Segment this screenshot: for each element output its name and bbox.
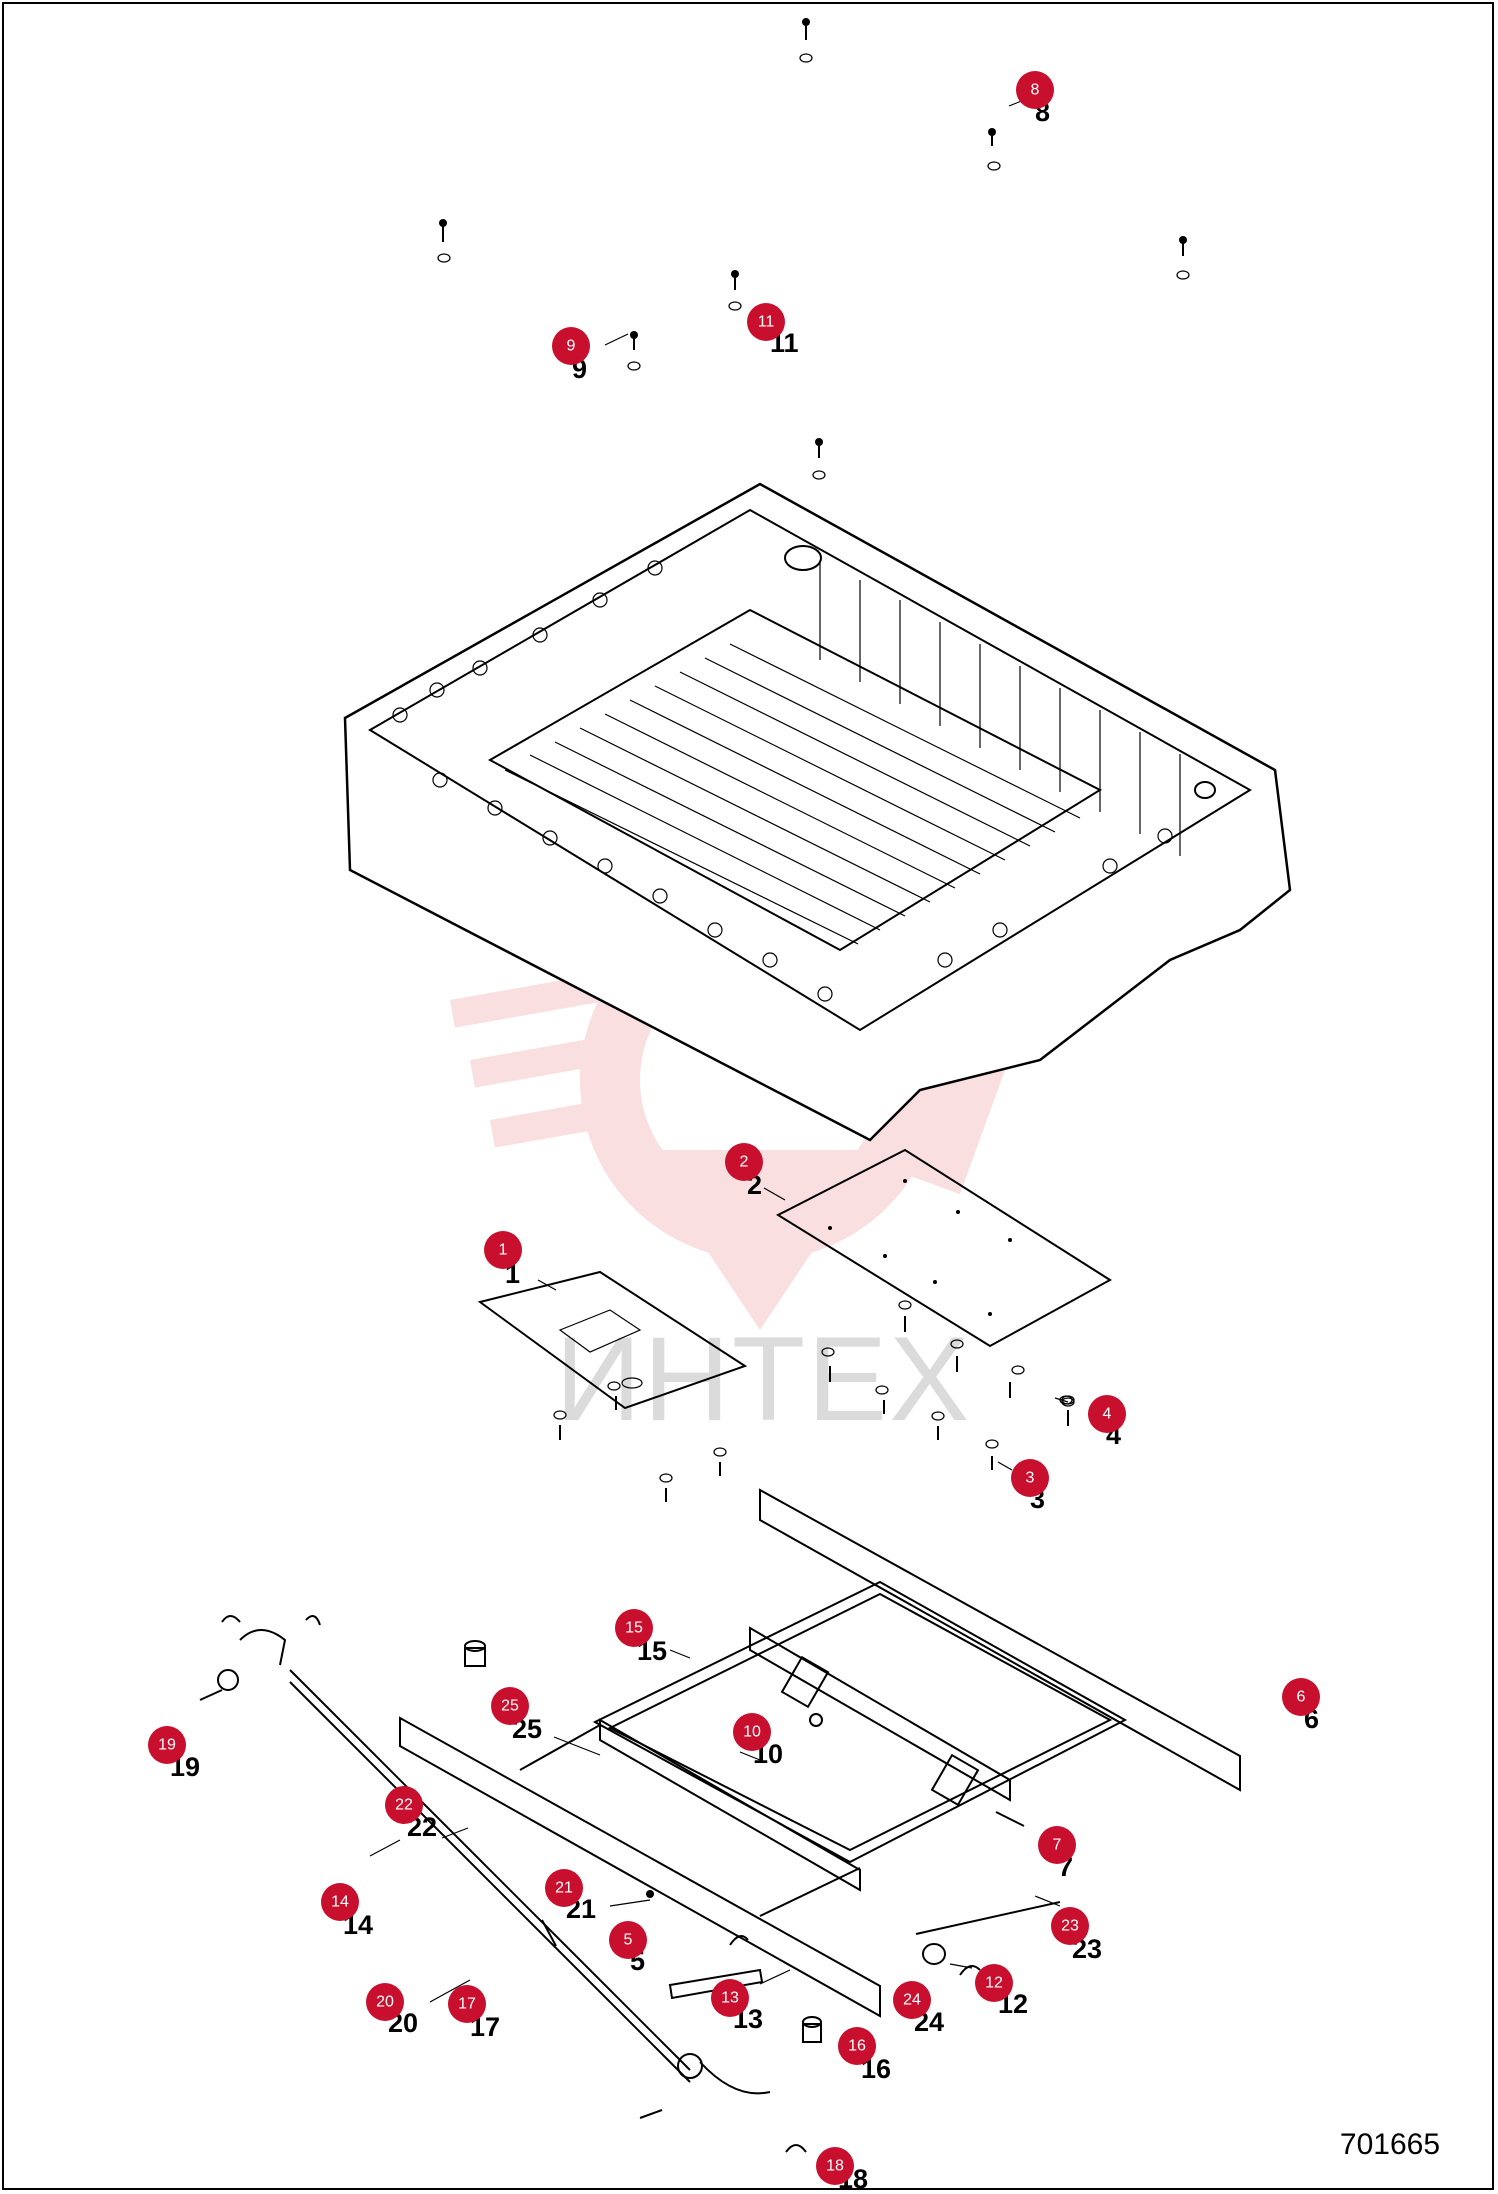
badge-circle xyxy=(893,1981,931,2019)
badge-circle xyxy=(321,1883,359,1921)
badge-circle xyxy=(975,1964,1013,2002)
badge-circle xyxy=(1051,1907,1089,1945)
badge-circle xyxy=(366,1983,404,2021)
badge-circle xyxy=(725,1143,763,1181)
badge-label: 22 xyxy=(395,1797,413,1814)
badge-label: 8 xyxy=(1031,82,1040,99)
small-parts xyxy=(221,1615,1061,2153)
badge-label: 7 xyxy=(1053,1837,1062,1854)
badge-circle xyxy=(385,1786,423,1824)
part-badge-16[interactable]: 16 xyxy=(838,2027,876,2065)
part-badge-11[interactable]: 11 xyxy=(747,303,785,341)
side-plate xyxy=(477,1270,748,1410)
part-badge-21[interactable]: 21 xyxy=(545,1869,583,1907)
box-wall-ribs xyxy=(819,560,1181,856)
badge-circle xyxy=(733,1713,771,1751)
part-badge-6[interactable]: 6 xyxy=(1282,1678,1320,1716)
badge-circle xyxy=(711,1979,749,2017)
badge-label: 12 xyxy=(985,1975,1003,1992)
part-badge-18[interactable]: 18 xyxy=(816,2147,854,2185)
badge-circle xyxy=(609,1921,647,1959)
badge-label: 13 xyxy=(721,1990,739,2007)
badge-label: 25 xyxy=(501,1698,519,1715)
part-badge-7[interactable]: 7 xyxy=(1038,1826,1076,1864)
part-badge-9[interactable]: 9 xyxy=(552,327,590,365)
top-hardware xyxy=(437,18,1190,480)
panel-hardware xyxy=(553,1300,1075,1502)
part-badge-15[interactable]: 15 xyxy=(615,1609,653,1647)
floor-panel xyxy=(775,1148,1112,1348)
part-badge-17[interactable]: 17 xyxy=(448,1985,486,2023)
badge-circle xyxy=(838,2027,876,2065)
badge-circle xyxy=(747,303,785,341)
badge-label: 3 xyxy=(1026,1470,1035,1487)
part-badge-10[interactable]: 10 xyxy=(733,1713,771,1751)
badge-label: 23 xyxy=(1061,1918,1079,1935)
badge-label: 14 xyxy=(331,1894,349,1911)
part-badge-22[interactable]: 22 xyxy=(385,1786,423,1824)
badge-circle xyxy=(148,1726,186,1764)
badge-label: 19 xyxy=(158,1737,176,1754)
part-badge-3[interactable]: 3 xyxy=(1011,1459,1049,1497)
badge-label: 5 xyxy=(624,1932,633,1949)
badge-circle xyxy=(448,1985,486,2023)
badge-label: 15 xyxy=(625,1620,643,1637)
part-badge-23[interactable]: 23 xyxy=(1051,1907,1089,1945)
badge-label: 6 xyxy=(1297,1689,1306,1706)
badge-circle xyxy=(1016,71,1054,109)
badge-circle xyxy=(545,1869,583,1907)
badge-circle xyxy=(1038,1826,1076,1864)
badge-label: 17 xyxy=(458,1996,476,2013)
watermark-text: ИНТЕХ xyxy=(555,1312,971,1446)
badge-circle xyxy=(816,2147,854,2185)
badge-circle xyxy=(552,327,590,365)
badge-label: 4 xyxy=(1103,1406,1112,1423)
part-badge-25[interactable]: 25 xyxy=(491,1687,529,1725)
part-badge-24[interactable]: 24 xyxy=(893,1981,931,2019)
hinge-bar xyxy=(199,1629,771,2119)
part-badge-5[interactable]: 5 xyxy=(609,1921,647,1959)
badge-label: 16 xyxy=(848,2038,866,2055)
badge-circle xyxy=(1011,1459,1049,1497)
badge-label: 24 xyxy=(903,1992,921,2009)
part-badges[interactable]: 1234567891011121314151617181920212223242… xyxy=(148,71,1320,2185)
part-badge-20[interactable]: 20 xyxy=(366,1983,404,2021)
part-badge-12[interactable]: 12 xyxy=(975,1964,1013,2002)
box-mount-holes xyxy=(392,560,1173,1002)
part-badge-4[interactable]: 4 xyxy=(1088,1395,1126,1433)
diagram-id: 701665 xyxy=(1339,2128,1440,2161)
part-badge-19[interactable]: 19 xyxy=(148,1726,186,1764)
badge-label: 2 xyxy=(740,1154,749,1171)
badge-circle xyxy=(491,1687,529,1725)
part-badge-13[interactable]: 13 xyxy=(711,1979,749,2017)
badge-label: 10 xyxy=(743,1724,761,1741)
leader-lines xyxy=(369,1187,1069,2003)
badge-label: 18 xyxy=(826,2158,844,2175)
badge-circle xyxy=(484,1231,522,1269)
part-badge-1[interactable]: 1 xyxy=(484,1231,522,1269)
badge-circle xyxy=(1282,1678,1320,1716)
badge-circle xyxy=(615,1609,653,1647)
cargo-box xyxy=(343,482,1292,1142)
badge-label: 21 xyxy=(555,1880,573,1897)
badge-label: 1 xyxy=(499,1242,508,1259)
badge-label: 9 xyxy=(567,338,576,355)
part-badge-8[interactable]: 8 xyxy=(1016,71,1054,109)
badge-label: 20 xyxy=(376,1994,394,2011)
box-floor-ribs xyxy=(504,643,1081,945)
part-badge-14[interactable]: 14 xyxy=(321,1883,359,1921)
part-badge-2[interactable]: 2 xyxy=(725,1143,763,1181)
badge-label: 11 xyxy=(758,314,775,331)
badge-circle xyxy=(1088,1395,1126,1433)
sub-frame xyxy=(399,1488,1241,2018)
